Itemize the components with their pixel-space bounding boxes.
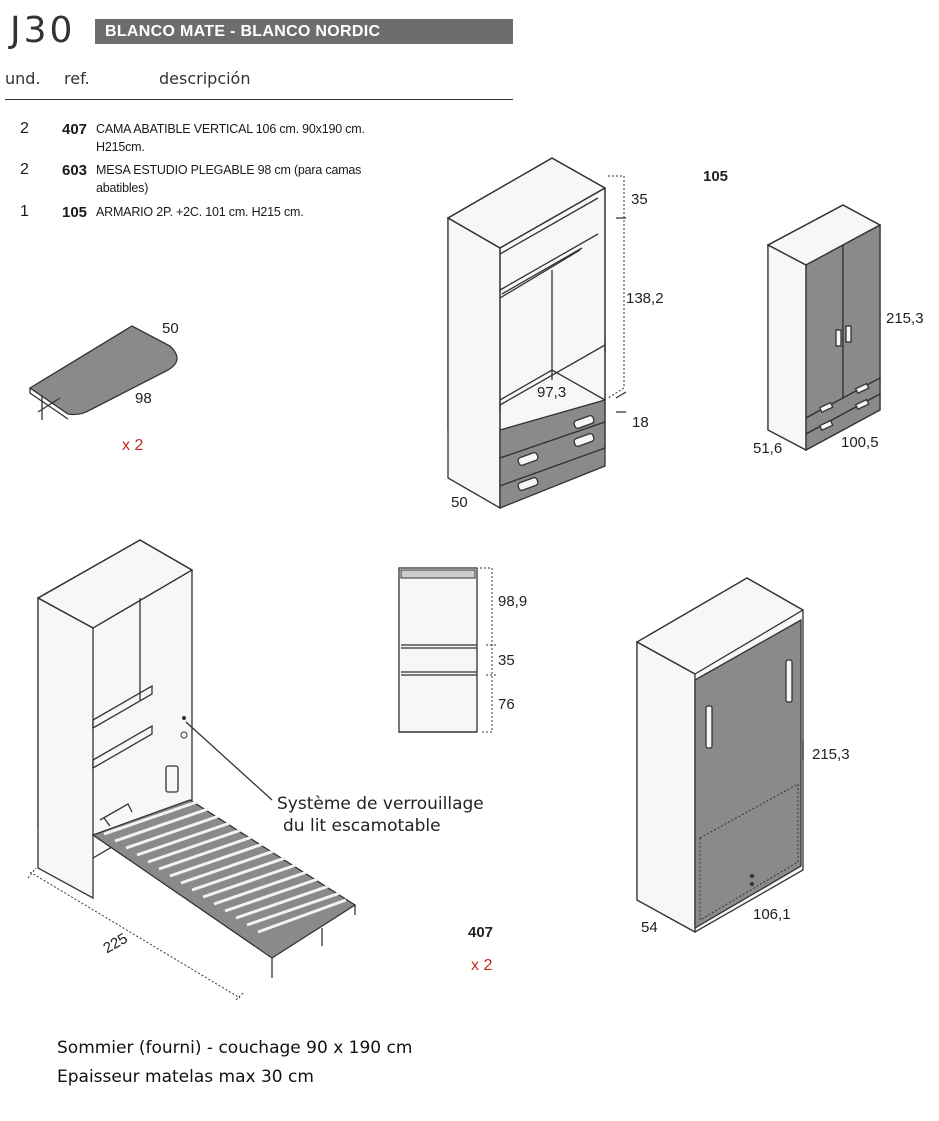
desk-drawing <box>28 325 178 420</box>
wardrobe-depth-label: 51,6 <box>753 440 783 457</box>
wardrobe-open-top-label: 35 <box>631 191 648 208</box>
model-code: J30 <box>10 10 76 51</box>
note-line: Système de verrouillage <box>277 794 484 814</box>
wardrobe-ref-label: 105 <box>703 168 729 185</box>
bed-height-label: 215,3 <box>812 746 850 763</box>
item-desc-line: abatibles) <box>96 181 149 195</box>
wardrobe-open-drawer-label: 18 <box>632 414 649 431</box>
section-upper-label: 98,9 <box>498 593 528 610</box>
footer-mattress-line: Sommier (fourni) - couchage 90 x 190 cm <box>57 1038 413 1058</box>
item-desc-line: CAMA ABATIBLE VERTICAL 106 cm. 90x190 cm… <box>96 122 365 136</box>
column-units: und. <box>5 69 41 88</box>
column-reference: ref. <box>64 69 90 88</box>
section-middle-label: 35 <box>498 652 515 669</box>
wardrobe-width-label: 100,5 <box>841 434 879 451</box>
note-line: du lit escamotable <box>283 816 441 836</box>
item-ref: 407 <box>62 121 88 138</box>
item-qty: 1 <box>20 203 29 220</box>
item-description: ARMARIO 2P. +2C. 101 cm. H215 cm. <box>96 203 376 221</box>
item-desc-line: H215cm. <box>96 140 145 154</box>
item-ref: 105 <box>62 204 88 221</box>
item-desc-line: MESA ESTUDIO PLEGABLE 98 cm (para camas <box>96 163 362 177</box>
wardrobe-open-height-label: 138,2 <box>626 290 664 307</box>
bed-depth-label: 54 <box>641 919 658 936</box>
column-description: descripción <box>159 69 251 88</box>
item-description: MESA ESTUDIO PLEGABLE 98 cm (para camas … <box>96 161 376 197</box>
closed-bed-drawing <box>635 577 805 934</box>
bed-multiplier: x 2 <box>471 957 493 974</box>
open-wardrobe-drawing <box>446 157 627 510</box>
section-drawing <box>398 567 496 733</box>
desk-depth-label: 50 <box>162 320 179 337</box>
open-bed-drawing <box>27 539 357 1001</box>
item-desc-line: ARMARIO 2P. +2C. 101 cm. H215 cm. <box>96 205 304 219</box>
wardrobe-open-depth-label: 50 <box>451 494 468 511</box>
wardrobe-height-label: 215,3 <box>886 310 924 327</box>
bed-width-label: 106,1 <box>753 906 791 923</box>
section-lower-label: 76 <box>498 696 515 713</box>
desk-multiplier: x 2 <box>122 437 144 454</box>
bed-ref-label: 407 <box>468 924 494 941</box>
item-qty: 2 <box>20 120 29 137</box>
desk-width-label: 98 <box>135 390 152 407</box>
header-rule <box>5 99 513 100</box>
finish-banner: BLANCO MATE - BLANCO NORDIC <box>95 19 513 44</box>
item-qty: 2 <box>20 161 29 178</box>
item-description: CAMA ABATIBLE VERTICAL 106 cm. 90x190 cm… <box>96 120 376 156</box>
wardrobe-open-width-label: 97,3 <box>537 384 567 401</box>
footer-thickness-line: Epaisseur matelas max 30 cm <box>57 1067 314 1087</box>
item-ref: 603 <box>62 162 88 179</box>
locking-system-note: Système de verrouillage du lit escamotab… <box>277 793 484 837</box>
closed-wardrobe-drawing <box>766 204 882 452</box>
